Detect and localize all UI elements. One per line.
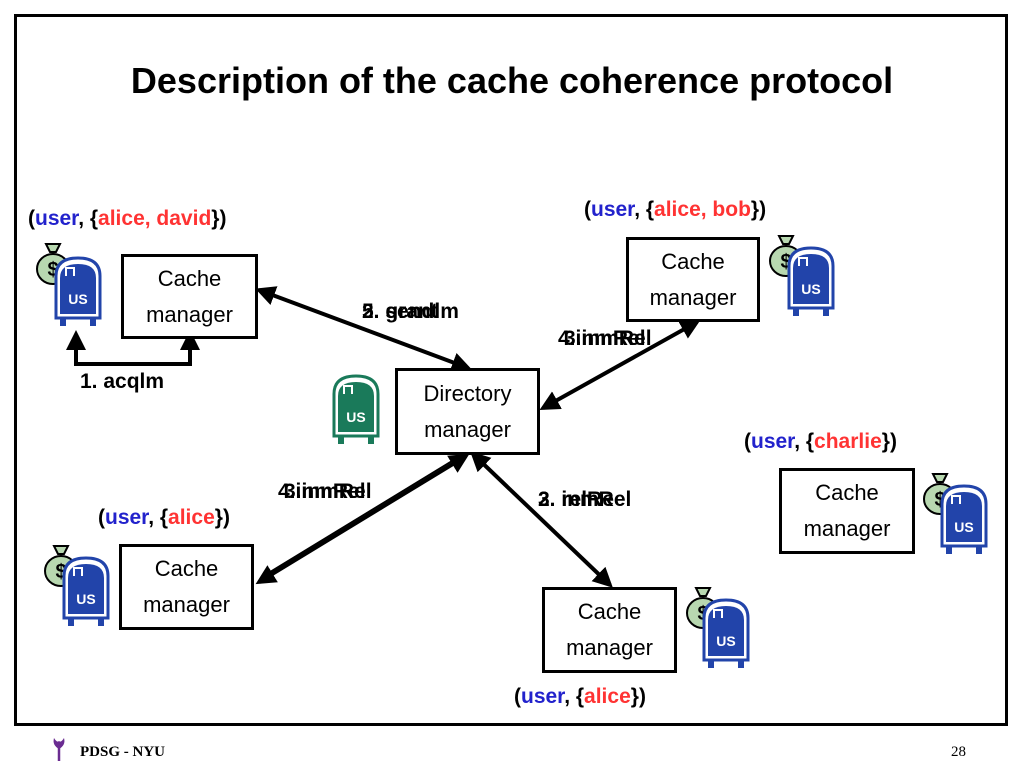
svg-text:$: $ [55,561,66,583]
footer-label: PDSG - NYU [80,744,165,760]
tuple-names: alice, david [98,207,212,230]
us-mailbox-icon: US [702,598,750,668]
message-text: 3.inmRel [284,480,372,503]
svg-text:$: $ [47,259,58,281]
tuple-names: charlie [814,430,882,453]
tuple-mid-right: (user, {charlie}) [744,430,897,453]
page-number: 28 [951,744,966,760]
svg-text:US: US [716,633,735,649]
arrow-bottom-left-shadow [261,454,463,578]
svg-text:$: $ [934,489,945,511]
cache-manager-bottom-left: Cache manager [119,544,254,630]
arrow-bottom-mid [470,451,613,588]
tuple-names: alice, bob [654,198,751,221]
cache-manager-bottom-mid: Cache manager [542,587,677,673]
message-text: 4.inmRel [278,480,366,503]
box-line: Cache [661,248,725,274]
tuple-bottom-mid: (user, {alice}) [514,685,646,708]
arrow-acquire [66,330,200,366]
tuple-top-right: (user, {alice, bob}) [584,198,767,221]
box-line: manager [146,301,233,327]
tuple-bottom-left: (user, {alice}) [98,506,230,529]
box-line: Cache [815,480,879,505]
message-text: 2. sendlm [362,300,459,323]
arrow-bottom-left [255,453,470,585]
tuple-user: user [521,685,565,708]
us-mailbox-icon: US [787,246,835,316]
cache-manager-top-right: Cache manager [626,237,760,322]
svg-text:US: US [801,281,820,297]
us-mailbox-icon: US [62,556,110,626]
directory-manager: Directory manager [395,368,540,455]
box-line: Cache [577,599,642,624]
box-line: manager [566,635,653,660]
tuple-user: user [105,506,149,529]
message-text: 2. relRe [538,488,614,511]
svg-text:$: $ [780,251,791,273]
tuple-names: alice [584,685,631,708]
arrow-top-left [255,286,472,372]
cache-manager-top-left: Cache manager [121,254,258,339]
us-mailbox-icon: US [54,256,102,326]
arrow-top-right [539,320,701,410]
svg-text:US: US [76,591,95,607]
cache-manager-mid-right: Cache manager [779,468,915,554]
message-text: 1. acqlm [80,370,165,393]
tuple-user: user [591,198,635,221]
svg-text:US: US [68,291,87,307]
us-mailbox-icon: US [940,484,988,554]
message-text: 4.inmRel [558,327,646,350]
slide-title: Description of the cache coherence proto… [130,60,894,101]
box-line: manager [424,416,511,442]
box-line: manager [649,284,737,310]
tuple-user: user [751,430,795,453]
box-line: Cache [157,265,222,291]
torch-icon [53,738,65,761]
message-text: 3.inmRel [564,327,652,350]
box-line: Directory [423,380,512,406]
box-line: Cache [154,556,219,581]
tuple-user: user [35,207,79,230]
svg-text:US: US [954,519,973,535]
box-line: manager [803,516,891,541]
tuple-names: alice [168,506,215,529]
tuple-top-left: (user, {alice, david}) [28,207,227,230]
svg-text:US: US [346,409,365,425]
us-mailbox-icon: US [332,374,380,444]
message-text: 3. inmRel [538,488,632,511]
box-line: manager [143,592,230,617]
message-text: 5. grant [362,300,438,323]
